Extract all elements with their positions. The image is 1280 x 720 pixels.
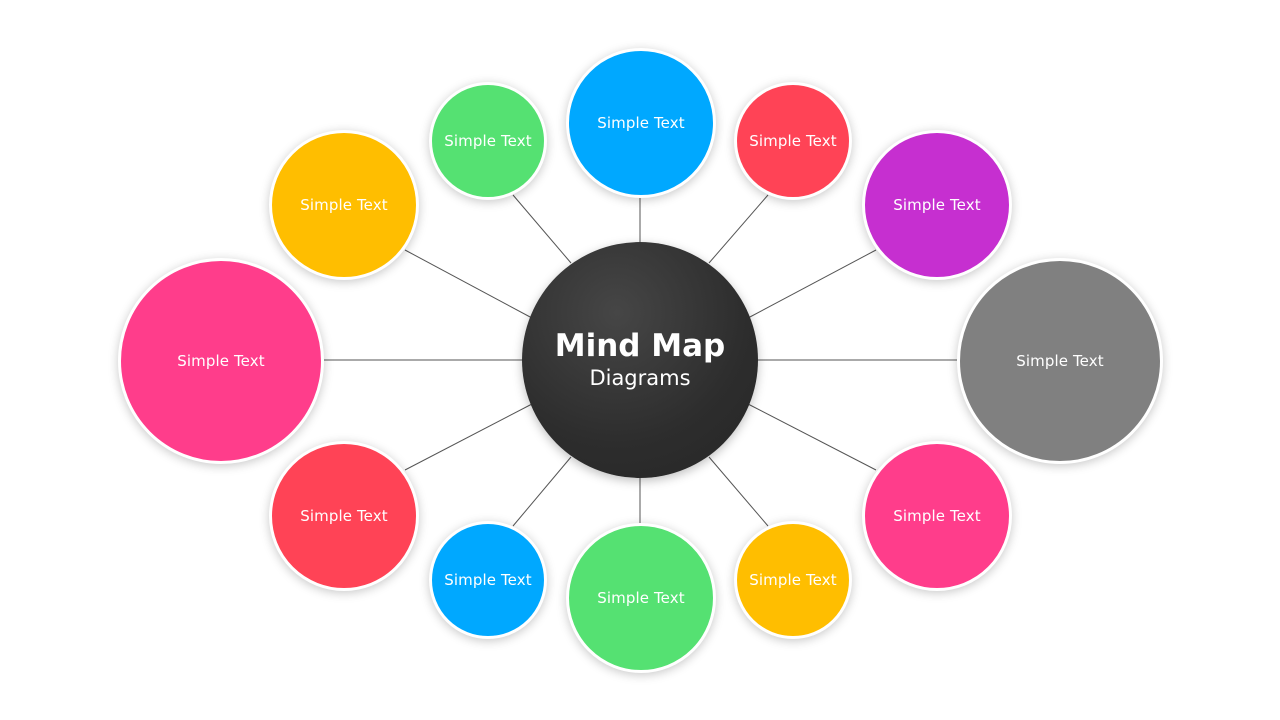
node-label: Simple Text <box>444 132 532 150</box>
node-top: Simple Text <box>566 48 716 198</box>
node-left-large: Simple Text <box>118 258 324 464</box>
node-label: Simple Text <box>749 571 837 589</box>
node-label: Simple Text <box>893 196 981 214</box>
node-label: Simple Text <box>444 571 532 589</box>
node-top-left-small: Simple Text <box>429 82 547 200</box>
node-label: Simple Text <box>597 589 685 607</box>
connector-line <box>708 456 769 527</box>
node-bottom-left-small: Simple Text <box>429 521 547 639</box>
connector-line <box>512 194 572 264</box>
connector-line <box>708 194 769 264</box>
connector-line <box>747 403 877 471</box>
node-label: Simple Text <box>177 352 265 370</box>
node-bottom: Simple Text <box>566 523 716 673</box>
node-right-large: Simple Text <box>957 258 1163 464</box>
center-title: Mind Map <box>554 328 726 364</box>
node-lower-right: Simple Text <box>862 441 1012 591</box>
node-label: Simple Text <box>1016 352 1104 370</box>
node-label: Simple Text <box>300 507 388 525</box>
connector-line <box>404 403 533 471</box>
connector-line <box>747 249 877 319</box>
node-upper-right: Simple Text <box>862 130 1012 280</box>
connector-line <box>404 249 533 319</box>
central-topic: Mind Map Diagrams <box>522 242 758 478</box>
node-lower-left: Simple Text <box>269 441 419 591</box>
connector-line <box>512 456 572 527</box>
center-subtitle: Diagrams <box>589 366 691 390</box>
node-bottom-right-small: Simple Text <box>734 521 852 639</box>
node-label: Simple Text <box>597 114 685 132</box>
node-top-right-small: Simple Text <box>734 82 852 200</box>
node-upper-left: Simple Text <box>269 130 419 280</box>
node-label: Simple Text <box>893 507 981 525</box>
node-label: Simple Text <box>749 132 837 150</box>
node-label: Simple Text <box>300 196 388 214</box>
